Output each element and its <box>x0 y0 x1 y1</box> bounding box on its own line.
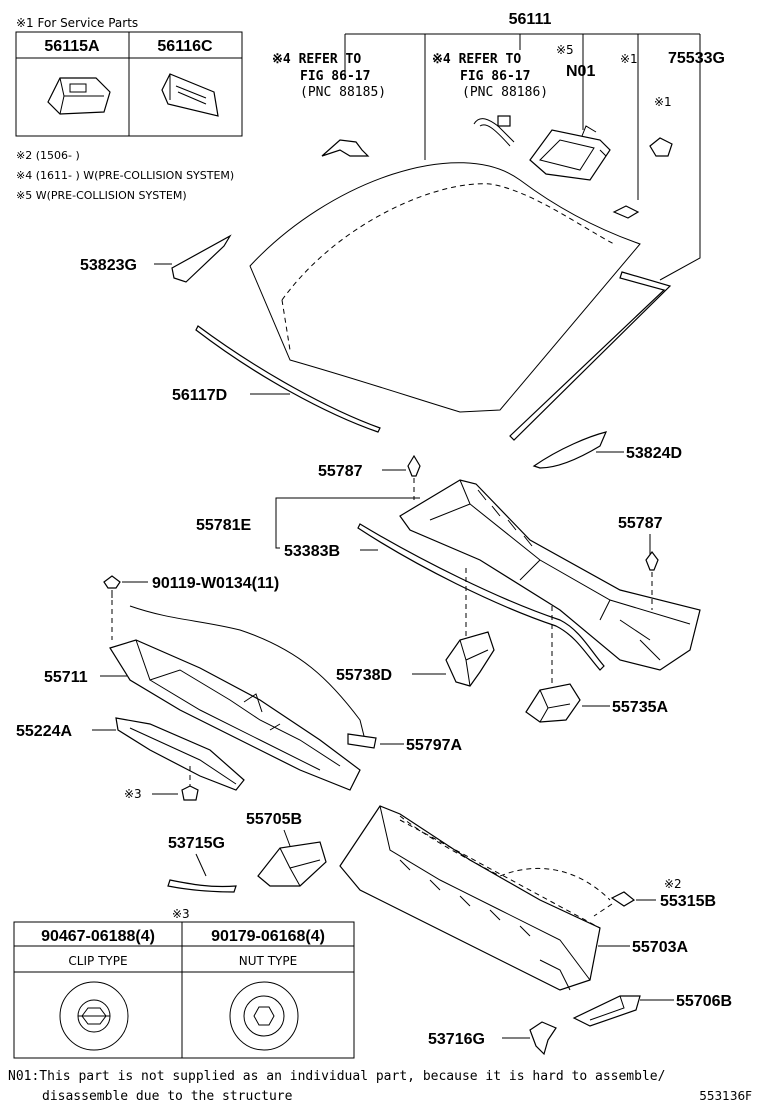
clip-1-drawing <box>649 137 673 157</box>
service-parts-box: ※1 For Service Parts 56115A 56116C <box>15 16 243 137</box>
label-75533g: 75533G <box>668 50 725 67</box>
ref-a-pnc: (PNC 88185) <box>300 85 386 100</box>
refer-to-fig-86-17-b: ※4 REFER TO FIG 86-17 (PNC 88186) <box>432 52 548 100</box>
clip-55787-right <box>645 551 659 571</box>
service-part-56115a: 56115A <box>44 38 100 55</box>
seal-53383b <box>357 523 605 671</box>
seal-55797a <box>347 733 377 749</box>
label-55224a: 55224A <box>16 723 72 740</box>
mark-5: ※5 <box>556 43 574 57</box>
clip-part-56115a-drawing <box>47 77 111 115</box>
clip-55787-left <box>407 454 421 477</box>
ref-b-fig: FIG 86-17 <box>460 69 530 84</box>
label-53383b: 53383B <box>284 543 340 560</box>
table-part-90467: 90467-06188(4) <box>41 928 155 945</box>
footer-note-line1: N01:This part is not supplied as an indi… <box>8 1069 665 1084</box>
note-2: ※2 (1506- ) <box>16 149 80 162</box>
clip-3 <box>181 785 199 801</box>
mark-1b: ※1 <box>654 95 672 109</box>
cowl-panel-55703a <box>339 805 601 991</box>
screw-90119 <box>103 575 121 589</box>
bracket-55706b <box>572 995 641 1027</box>
service-box-title: ※1 For Service Parts <box>16 16 138 30</box>
bracket-88185-drawing <box>321 139 370 157</box>
bracket-55738d <box>445 631 495 687</box>
label-55797a: 55797A <box>406 737 462 754</box>
clip-part-56116c-drawing <box>161 73 219 117</box>
label-55315b: 55315B <box>660 893 716 910</box>
ref-a-fig: FIG 86-17 <box>300 69 370 84</box>
molding-75533g <box>509 271 672 441</box>
label-55705b: 55705B <box>246 811 302 828</box>
table-clip-type: CLIP TYPE <box>68 954 127 968</box>
nut-type-drawing <box>229 981 299 1051</box>
bracket-55735a <box>525 683 581 723</box>
label-55735a: 55735A <box>612 699 668 716</box>
label-55711: 55711 <box>44 669 88 686</box>
cowl-louver-55711 <box>109 639 361 791</box>
footer-note-line2: disassemble due to the structure <box>42 1089 293 1104</box>
mark-1a: ※1 <box>620 52 638 66</box>
note-4: ※4 (1611- ) W(PRE-COLLISION SYSTEM) <box>16 169 234 182</box>
label-55738d: 55738D <box>336 667 392 684</box>
table-part-90179: 90179-06168(4) <box>211 928 325 945</box>
cover-53824d <box>532 431 608 469</box>
sensor-bracket-n01-drawing <box>529 125 611 181</box>
label-55706b: 55706B <box>676 993 732 1010</box>
figure-id: 553136F <box>699 1089 752 1103</box>
bracket-55705b <box>257 841 327 887</box>
mark-3: ※3 <box>124 787 142 801</box>
pad-1-drawing <box>612 205 640 219</box>
clip-table: ※3 90467-06188(4) 90179-06168(4) CLIP TY… <box>13 907 355 1059</box>
clip-type-drawing <box>59 981 129 1051</box>
ref-a-mark: ※4 REFER TO <box>272 52 361 67</box>
refer-to-fig-86-17-a: ※4 REFER TO FIG 86-17 (PNC 88185) <box>272 52 386 100</box>
ref-b-mark: ※4 REFER TO <box>432 52 521 67</box>
label-55781e: 55781E <box>196 517 251 534</box>
service-part-56116c: 56116C <box>157 38 213 55</box>
label-56117d: 56117D <box>172 387 227 404</box>
label-n01: N01 <box>566 63 595 80</box>
cowl-top-panel-55781e <box>399 479 701 671</box>
label-55787-right: 55787 <box>618 515 663 532</box>
strip-56117d <box>195 325 381 433</box>
seal-53715g <box>167 879 237 893</box>
mark-2: ※2 <box>664 877 682 891</box>
cover-53823g <box>171 234 232 283</box>
table-mark-3: ※3 <box>172 907 190 921</box>
pad-55315b <box>610 891 636 907</box>
bracket-53716g <box>529 1021 557 1056</box>
label-56111: 56111 <box>509 11 552 28</box>
ref-b-pnc: (PNC 88186) <box>462 85 548 100</box>
label-90119-w0134: 90119-W0134(11) <box>152 575 279 592</box>
label-53824d: 53824D <box>626 445 682 462</box>
note-5: ※5 W(PRE-COLLISION SYSTEM) <box>16 189 187 202</box>
windshield-glass-56111 <box>249 162 641 413</box>
label-53823g: 53823G <box>80 257 137 274</box>
table-nut-type: NUT TYPE <box>239 954 297 968</box>
label-53716g: 53716G <box>428 1031 485 1048</box>
label-55787-left: 55787 <box>318 463 363 480</box>
label-55703a: 55703A <box>632 939 688 956</box>
label-53715g: 53715G <box>168 835 225 852</box>
